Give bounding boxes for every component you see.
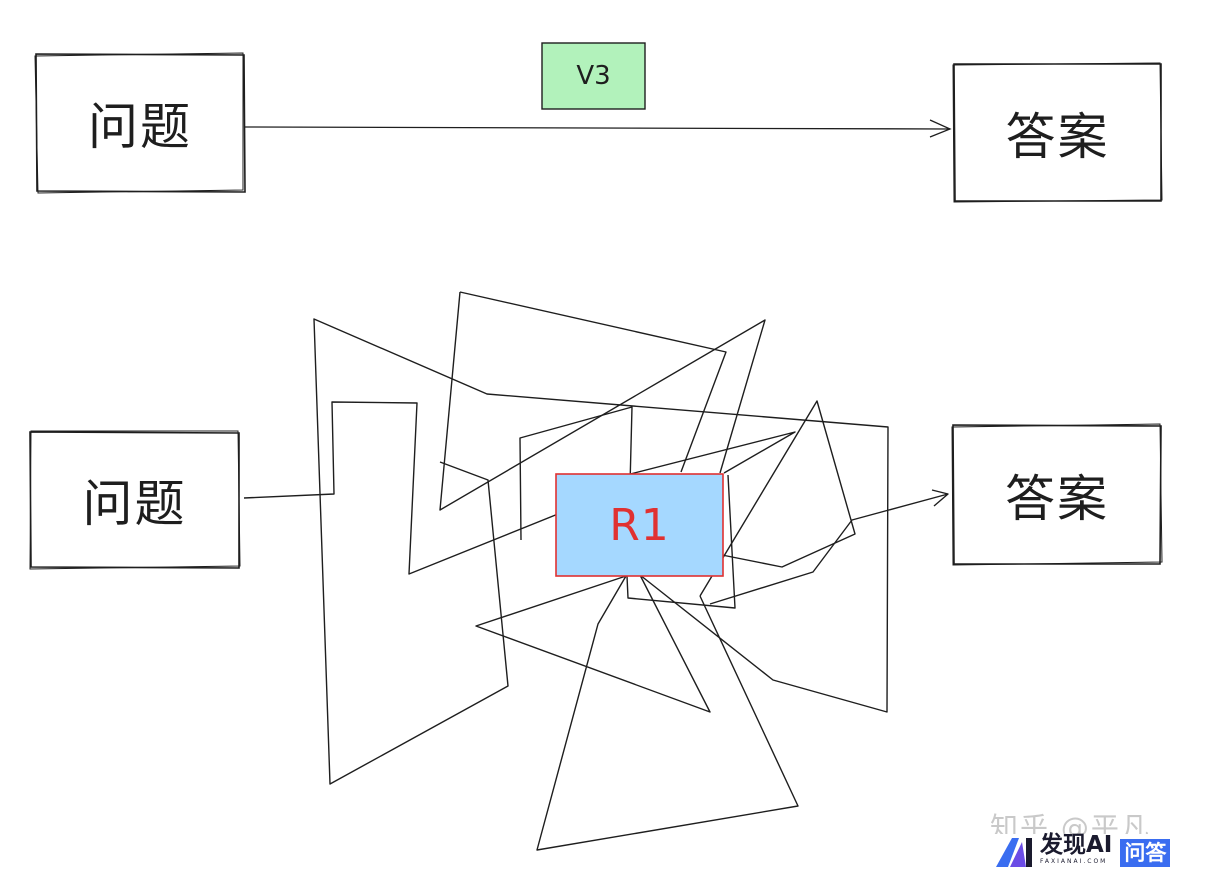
brand-name: 发现AI xyxy=(1040,832,1113,858)
box-question-top-frame xyxy=(34,52,246,194)
node-model-v3: V3 xyxy=(576,61,611,91)
node-question-bottom: 问题 xyxy=(82,475,187,533)
brand-domain: FAXIANAI.COM xyxy=(1040,858,1108,865)
brand-tag: 问答 xyxy=(1120,839,1171,867)
box-answer-top-frame xyxy=(952,62,1163,203)
brand-text: 发现AI FAXIANAI.COM xyxy=(1040,834,1112,865)
watermark-brand: 发现AI FAXIANAI.COM 问答 xyxy=(996,834,1196,870)
arrow-question-to-answer-top xyxy=(243,119,952,138)
brand-logo-spacer xyxy=(996,834,1036,868)
node-question-top: 问题 xyxy=(88,98,192,156)
node-answer-top: 答案 xyxy=(1005,107,1110,166)
box-question-bottom-frame xyxy=(29,430,241,570)
box-answer-bottom-frame xyxy=(951,423,1163,566)
tangled-reasoning-path xyxy=(243,291,949,851)
node-answer-bottom: 答案 xyxy=(1005,469,1109,528)
box-v3-frame xyxy=(541,42,646,110)
brand-ai-logo-icon xyxy=(996,838,1032,867)
box-r1-frame xyxy=(555,473,724,577)
node-model-r1: R1 xyxy=(609,499,670,551)
watermark-zhihu: 知乎 @平凡 xyxy=(990,811,1151,834)
